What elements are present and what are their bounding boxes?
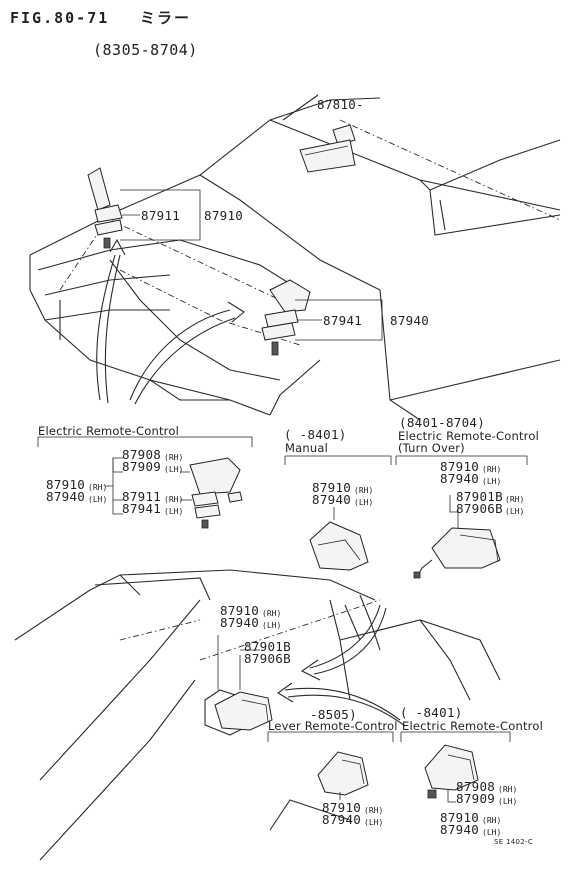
door-mirror	[214, 635, 273, 731]
part-number: 87940	[220, 615, 260, 630]
part-number: 87940	[322, 812, 362, 827]
section-subtitle-turnover: (Turn Over)	[398, 441, 465, 455]
left-part-number-a: 87911	[141, 208, 181, 223]
part-number: 87901B	[244, 639, 291, 654]
side-tag: (LH)	[364, 818, 384, 827]
part-number: 87941	[122, 501, 162, 516]
part-number: 87909	[122, 459, 162, 474]
side-tag: (RH)	[262, 609, 282, 618]
inner-mirror	[282, 94, 356, 173]
left-mirror-assembly	[87, 167, 201, 249]
manual-mirror	[309, 507, 369, 571]
part-number: 87906B	[244, 651, 291, 666]
left-part-number-b: 87910	[204, 208, 244, 223]
section-range-turnover: (8401-8704)	[399, 415, 486, 430]
figure-code: SE 1402-C	[494, 838, 534, 846]
lower-car-outline	[14, 569, 501, 861]
side-tag: (LH)	[262, 621, 282, 630]
side-tag: (RH)	[505, 495, 525, 504]
section-range-lever: -8505)	[310, 707, 357, 722]
part-number: 87940	[440, 822, 480, 837]
part-number: 87910	[322, 800, 362, 815]
side-tag: (LH)	[482, 477, 502, 486]
part-number: 87908	[456, 779, 496, 794]
side-tag: (RH)	[364, 806, 384, 815]
section-title-turnover: Electric Remote-Control	[398, 429, 539, 443]
side-tag: (LH)	[505, 507, 525, 516]
side-tag: (RH)	[164, 453, 184, 462]
part-number: 87909	[456, 791, 496, 806]
period-label: (8305-8704)	[93, 41, 198, 59]
inner-mirror-number: 87810-	[317, 97, 364, 112]
lever-mirror	[317, 751, 369, 800]
part-number: 87908	[122, 447, 162, 462]
electric-left-mirror	[180, 457, 243, 529]
part-number: 87911	[122, 489, 162, 504]
part-number: 87906B	[456, 501, 503, 516]
side-tag: (RH)	[482, 816, 502, 825]
section-title-manual: Manual	[285, 441, 328, 455]
figure-title: ミラー	[140, 9, 192, 27]
side-tag: (LH)	[164, 507, 184, 516]
part-number: 87910	[440, 810, 480, 825]
part-number: 87910	[440, 459, 480, 474]
part-number: 87940	[46, 489, 86, 504]
electric-right-mirror	[424, 744, 479, 803]
turnover-mirror	[413, 508, 501, 579]
part-number: 87901B	[456, 489, 503, 504]
right-part-number-a: 87941	[323, 313, 363, 328]
side-tag: (LH)	[88, 495, 108, 504]
section-brackets	[37, 436, 528, 742]
part-number: 87910	[312, 480, 352, 495]
figure-number: FIG.80-71	[10, 9, 110, 27]
side-tag: (RH)	[354, 486, 374, 495]
side-tag: (RH)	[482, 465, 502, 474]
part-number: 87940	[440, 471, 480, 486]
part-number: 87910	[220, 603, 260, 618]
side-tag: (RH)	[164, 495, 184, 504]
section-title-lever: Lever Remote-Control	[268, 719, 398, 733]
side-tag: (LH)	[482, 828, 502, 837]
side-tag: (LH)	[354, 498, 374, 507]
section-range-manual: ( -8401)	[284, 427, 347, 442]
side-tag: (RH)	[88, 483, 108, 492]
part-number: 87910	[46, 477, 86, 492]
section-range-electric-right: ( -8401)	[400, 705, 463, 720]
right-part-number-b: 87940	[390, 313, 430, 328]
side-tag: (LH)	[498, 797, 518, 806]
upper-car-outline	[29, 97, 561, 421]
section-title-electric-left: Electric Remote-Control	[38, 424, 179, 438]
side-tag: (LH)	[164, 465, 184, 474]
part-number: 87940	[312, 492, 352, 507]
side-tag: (RH)	[498, 785, 518, 794]
section-title-electric-right: Electric Remote-Control	[402, 719, 543, 733]
right-mirror-assembly	[261, 279, 383, 356]
